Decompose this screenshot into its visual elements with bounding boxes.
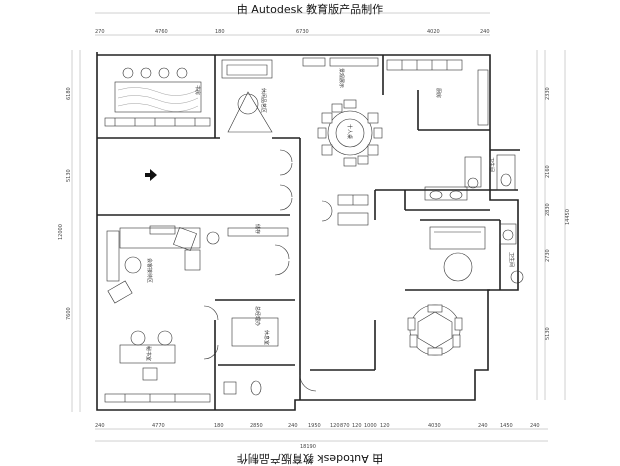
dim-bottom-6: 1950 xyxy=(308,423,321,429)
walls xyxy=(96,52,520,411)
dim-top-5: 4020 xyxy=(427,29,440,35)
room-label-toilet-2: 卫生间 xyxy=(508,252,515,267)
room-labels: 书房 休闲品茗区 景观展示 厨房 十人桌 储存 会客接待区 总经理办 秘书室 休… xyxy=(145,68,515,361)
doors-and-corridor xyxy=(203,149,333,392)
dim-bottom-3: 180 xyxy=(214,423,224,429)
dim-right-1: 2330 xyxy=(545,87,551,100)
dim-bottom-15: 240 xyxy=(530,423,540,429)
room-label-study: 书房 xyxy=(194,85,201,95)
room-label-lounge: 休息室 xyxy=(263,330,270,345)
room-label-tea-area: 休闲品茗区 xyxy=(260,88,267,113)
tea-area-furniture xyxy=(221,57,379,133)
dim-right-2: 2160 xyxy=(545,165,551,178)
dim-bottom-12: 4030 xyxy=(428,423,441,429)
study-furniture xyxy=(104,67,211,127)
dim-bottom-2: 4770 xyxy=(152,423,165,429)
dim-bottom-11: 120 xyxy=(380,423,390,429)
room-label-office: 总经理办 xyxy=(254,306,261,326)
entry-arrow-icon xyxy=(145,169,157,181)
room-label-secretary: 秘书室 xyxy=(145,346,152,361)
dim-bottom-10: 1000 xyxy=(364,423,377,429)
dim-top-2: 4760 xyxy=(155,29,168,35)
watermark-top: 由 Autodesk 教育版产品制作 xyxy=(236,3,384,16)
room-label-reception: 会客接待区 xyxy=(146,258,153,283)
dim-left-2: 5130 xyxy=(66,169,72,182)
dimension-texts: 270 4760 180 6730 4020 240 240 4770 180 … xyxy=(58,29,571,450)
room-label-display: 景观展示 xyxy=(338,68,345,88)
dim-top-3: 180 xyxy=(215,29,225,35)
room-label-toilet-1: 卫生间 xyxy=(488,157,495,172)
dimension-lines xyxy=(71,12,566,442)
dim-left-3: 12000 xyxy=(58,224,64,240)
dim-right-5: 5130 xyxy=(545,327,551,340)
office-furniture xyxy=(104,317,279,403)
dim-bottom-4: 2850 xyxy=(250,423,263,429)
dining-table xyxy=(317,99,383,167)
round-table-lounge xyxy=(429,226,486,282)
dim-bottom-13: 240 xyxy=(478,423,488,429)
dim-bottom-total: 18190 xyxy=(300,444,316,450)
dim-top-6: 240 xyxy=(480,29,490,35)
bathroom-fixtures xyxy=(424,154,524,284)
dim-bottom-5: 240 xyxy=(288,423,298,429)
dim-bottom-14: 1450 xyxy=(500,423,513,429)
dim-bottom-1: 240 xyxy=(95,423,105,429)
dim-bottom-7: 120 xyxy=(330,423,340,429)
dim-top-4: 6730 xyxy=(296,29,309,35)
meeting-table xyxy=(407,304,463,356)
room-label-dining: 十人桌 xyxy=(346,124,353,139)
dim-right-3: 2830 xyxy=(545,203,551,216)
dim-left-4: 7600 xyxy=(66,307,72,320)
dim-right-6: 14450 xyxy=(565,209,571,225)
kitchen-cabinets xyxy=(386,59,489,126)
dim-right-4: 2730 xyxy=(545,249,551,262)
room-label-kitchen: 厨房 xyxy=(435,88,442,98)
dim-top-1: 270 xyxy=(95,29,105,35)
room-label-storage: 储存 xyxy=(254,224,261,234)
dim-bottom-8: 870 xyxy=(340,423,350,429)
dim-bottom-9: 120 xyxy=(352,423,362,429)
dim-left-1: 6180 xyxy=(66,87,72,100)
reception-furniture xyxy=(106,225,289,304)
entrance-cabinet xyxy=(337,194,369,226)
